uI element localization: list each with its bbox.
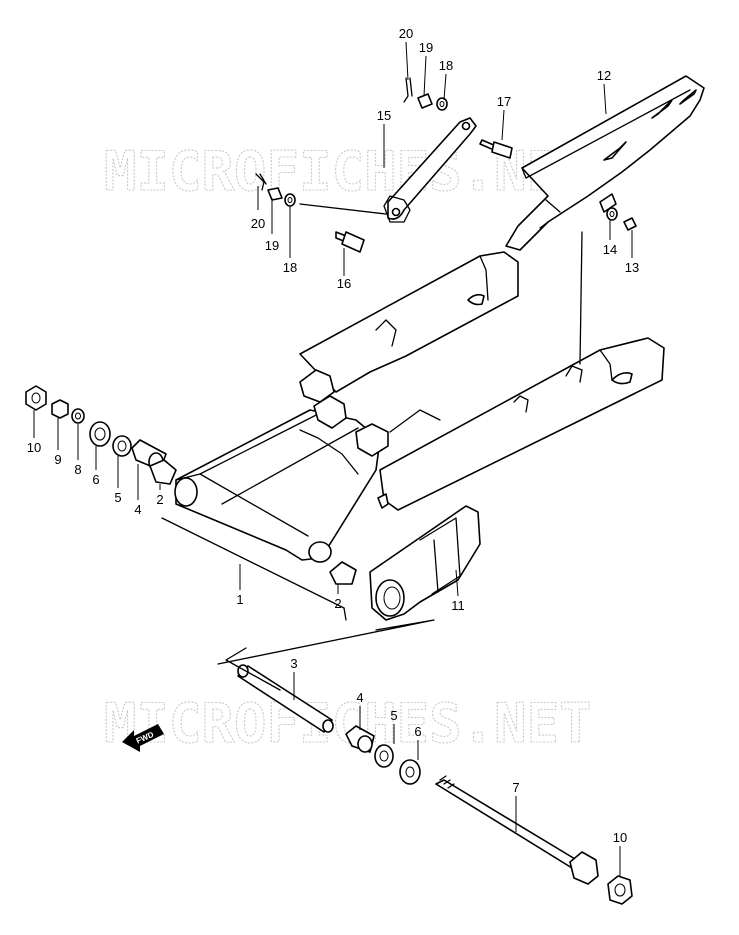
callout-4-lower: 4 bbox=[356, 690, 363, 705]
callout-18-lower: 18 bbox=[283, 260, 297, 275]
callout-9: 9 bbox=[54, 452, 61, 467]
callout-6-lower: 6 bbox=[414, 724, 421, 739]
washer-part-18-lower bbox=[284, 193, 296, 207]
callout-19-top: 19 bbox=[419, 40, 433, 55]
washer-part-5-left bbox=[112, 435, 132, 457]
nut-part-9 bbox=[51, 399, 69, 419]
washer-part-14 bbox=[606, 207, 618, 221]
swingarm-part-1 bbox=[174, 231, 665, 563]
chain-case-part-12 bbox=[505, 75, 705, 251]
callout-4-left: 4 bbox=[134, 502, 141, 517]
callout-10-right: 10 bbox=[613, 830, 627, 845]
callout-3: 3 bbox=[290, 656, 297, 671]
bolt-part-13 bbox=[623, 217, 637, 231]
castle-nut-part-19-lower bbox=[267, 187, 283, 201]
callout-12: 12 bbox=[597, 68, 611, 83]
watermark-bottom: MICROFICHES.NET bbox=[104, 692, 592, 755]
callout-2-left: 2 bbox=[156, 492, 163, 507]
bearing-part-2-left bbox=[149, 459, 177, 485]
callout-11: 11 bbox=[451, 598, 465, 613]
callout-17: 17 bbox=[497, 94, 511, 109]
nut-part-10-left bbox=[25, 385, 47, 411]
seal-part-6-lower bbox=[399, 759, 421, 785]
callout-15: 15 bbox=[377, 108, 391, 123]
callout-14: 14 bbox=[603, 242, 617, 257]
spacer-part-3 bbox=[237, 664, 334, 733]
bolt-part-16 bbox=[335, 231, 365, 253]
callout-18-top: 18 bbox=[439, 58, 453, 73]
assembly-lines bbox=[161, 517, 435, 691]
seal-part-6-left bbox=[89, 421, 111, 447]
pivot-shaft-part-7 bbox=[435, 775, 599, 885]
washer-part-5-lower bbox=[374, 744, 394, 768]
leader-lines bbox=[33, 41, 633, 876]
callout-20-top: 20 bbox=[399, 26, 413, 41]
callout-2-right: 2 bbox=[334, 596, 341, 611]
callout-1: 1 bbox=[236, 592, 243, 607]
washer-part-8 bbox=[71, 408, 85, 424]
cotter-pin-part-20-top bbox=[403, 77, 413, 103]
callout-13: 13 bbox=[625, 260, 639, 275]
cotter-pin-part-20-lower bbox=[255, 173, 267, 191]
bolt-part-17 bbox=[479, 139, 513, 159]
castle-nut-part-19-top bbox=[417, 93, 433, 109]
bushing-part-4-lower bbox=[345, 725, 375, 753]
callout-8: 8 bbox=[74, 462, 81, 477]
chain-guide-part-11 bbox=[369, 505, 481, 621]
washer-part-18-top bbox=[436, 97, 448, 111]
bearing-part-2-right bbox=[329, 561, 357, 585]
callout-7: 7 bbox=[512, 780, 519, 795]
torque-link-part-15 bbox=[299, 117, 477, 223]
watermark-top: MICROFICHES.NET bbox=[104, 140, 592, 203]
callout-5-left: 5 bbox=[114, 490, 121, 505]
callout-20-lower: 20 bbox=[251, 216, 265, 231]
callout-16: 16 bbox=[337, 276, 351, 291]
callout-5-lower: 5 bbox=[390, 708, 397, 723]
callout-19-lower: 19 bbox=[265, 238, 279, 253]
callout-10-left: 10 bbox=[27, 440, 41, 455]
nut-part-10-right bbox=[607, 875, 633, 905]
callout-labels: 20 19 18 17 12 15 20 19 18 16 14 13 10 9… bbox=[27, 26, 639, 845]
callout-6-left: 6 bbox=[92, 472, 99, 487]
